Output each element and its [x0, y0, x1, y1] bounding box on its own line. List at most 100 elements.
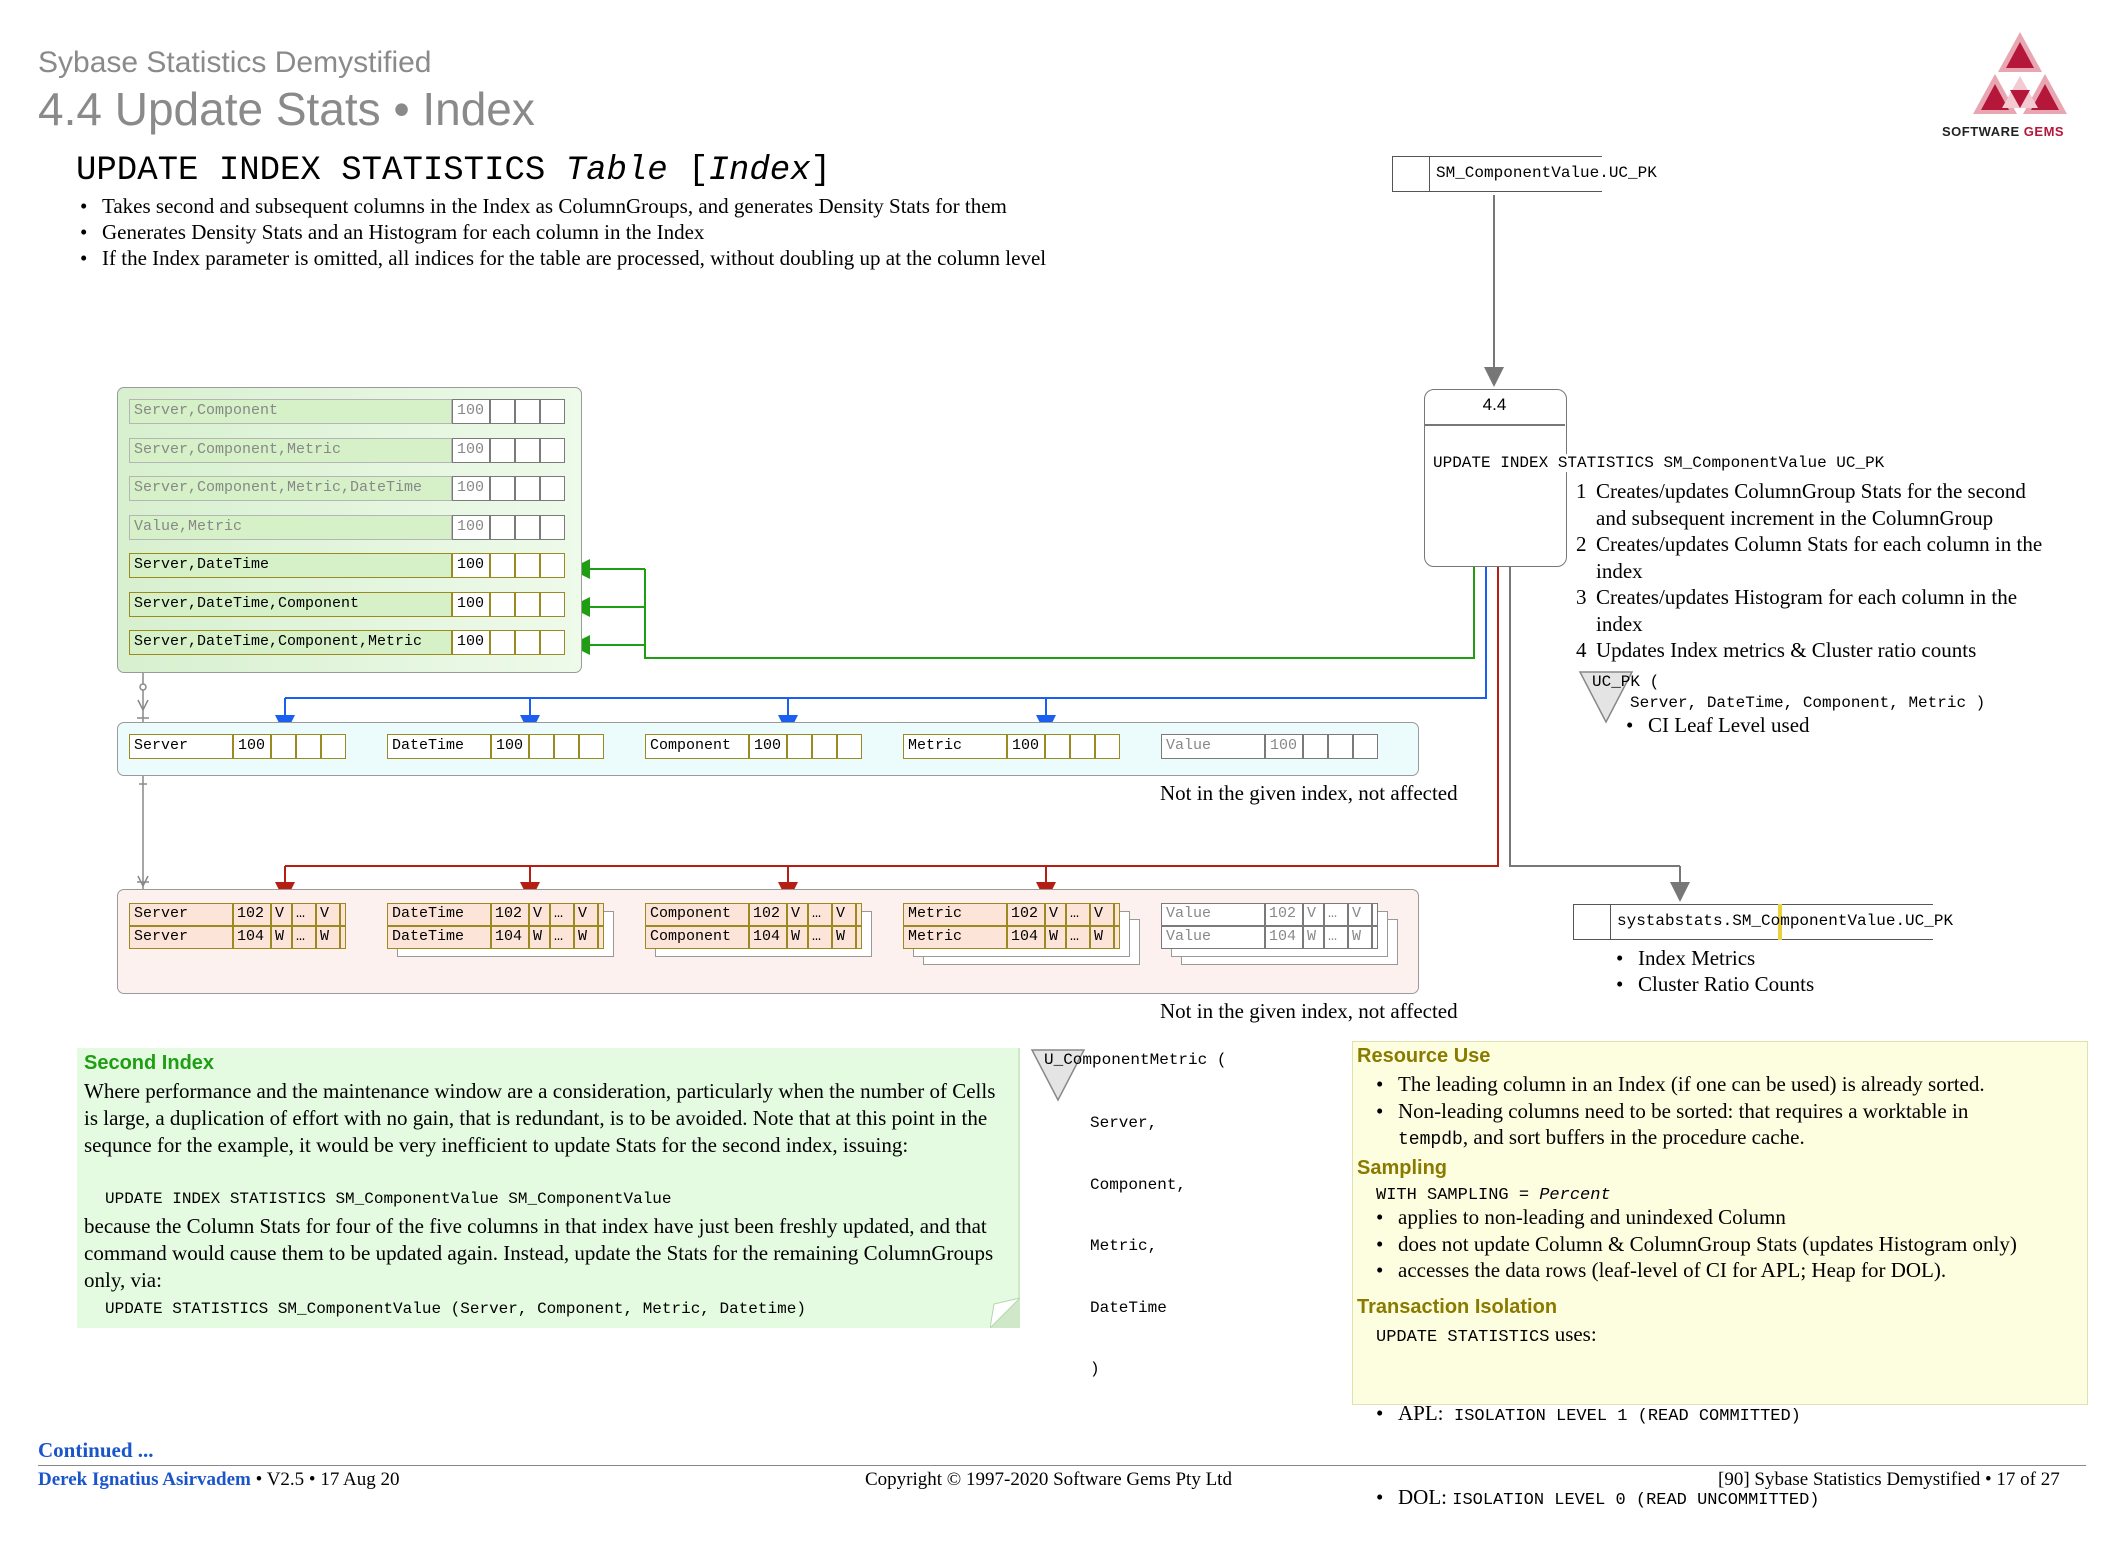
- column-stat-label: DateTime: [387, 734, 491, 759]
- column-stat-label: Component: [645, 734, 749, 759]
- column-group-stat-cell: [490, 399, 515, 424]
- page-curl-icon: [990, 1298, 1020, 1328]
- histogram-edge: [856, 926, 862, 949]
- histogram-cell: …: [550, 903, 574, 926]
- output-entity-name: systabstats.SM_ComponentValue.UC_PK: [1617, 912, 1954, 930]
- software-gems-logo: [1950, 32, 2090, 142]
- column-group-value: 100: [452, 437, 490, 463]
- histogram-label: Metric: [903, 926, 1007, 949]
- index-triangle-icon: [1030, 1049, 1086, 1102]
- histogram-cell: …: [550, 926, 574, 949]
- column-stat-label: Value: [1161, 734, 1265, 759]
- output-bullet: Index Metrics: [1612, 945, 1814, 971]
- footer-author: Derek Ignatius Asirvadem • V2.5 • 17 Aug…: [38, 1469, 400, 1490]
- column-group-stat-cell: [490, 514, 515, 540]
- second-index-para-1: Where performance and the maintenance wi…: [84, 1079, 996, 1157]
- column-group-stat-cell: [490, 476, 515, 501]
- histogram-cell: V: [1045, 903, 1066, 926]
- process-id: 4.4: [1482, 395, 1507, 414]
- histogram-cell: …: [1324, 926, 1348, 949]
- column-stat-cell: [812, 734, 837, 759]
- column-stat-cell: [1070, 734, 1095, 759]
- column-group-label: Server,Component: [129, 399, 452, 424]
- histogram-cell: V: [1348, 903, 1372, 926]
- histogram-cell: …: [292, 903, 316, 926]
- histogram-label: Server: [129, 926, 233, 949]
- column-group-value: 100: [452, 514, 490, 540]
- column-group-label: Server,Component,Metric: [129, 437, 452, 463]
- column-stat-cell: [1045, 734, 1070, 759]
- histogram-label: Value: [1161, 903, 1265, 926]
- column-stat-cell: [1353, 734, 1378, 759]
- column-group-label: Server,DateTime,Component: [129, 591, 452, 617]
- column-stat-cell: [271, 734, 296, 759]
- footer-page-info: [90] Sybase Statistics Demystified • 17 …: [1718, 1469, 2060, 1490]
- histogram-label: Component: [645, 926, 749, 949]
- column-group-stat-cell: [490, 630, 515, 655]
- column-stat-label: Metric: [903, 734, 1007, 759]
- histogram-cell: 104: [749, 926, 787, 949]
- column-stat-cell: [787, 734, 812, 759]
- second-index-para-2: because the Column Stats for four of the…: [84, 1214, 994, 1292]
- column-stat-cell: [1328, 734, 1353, 759]
- column-group-stat-cell: [540, 437, 565, 463]
- histogram-label: Server: [129, 903, 233, 926]
- column-group-stat-cell: [490, 591, 515, 617]
- command-bullet: Takes second and subsequent columns in t…: [76, 193, 1046, 219]
- u-component-metric-name: U_ComponentMetric (: [1044, 1051, 1227, 1069]
- output-bullets: Index Metrics Cluster Ratio Counts: [1612, 945, 1814, 997]
- uc-pk-note: CI Leaf Level used: [1622, 712, 1810, 738]
- histogram-cell: W: [1303, 926, 1324, 949]
- command-description-list: Takes second and subsequent columns in t…: [76, 193, 1046, 271]
- histogram-not-affected-note: Not in the given index, not affected: [1160, 999, 1458, 1023]
- input-entity[interactable]: SM_ComponentValue.UC_PK: [1392, 156, 1657, 192]
- column-group-value: 100: [452, 553, 490, 578]
- histogram-edge: [1372, 903, 1378, 926]
- command-bullet: If the Index parameter is omitted, all i…: [76, 245, 1046, 271]
- output-bullet: Cluster Ratio Counts: [1612, 971, 1814, 997]
- output-entity[interactable]: systabstats.SM_ComponentValue.UC_PK: [1573, 904, 1953, 940]
- uc-pk-columns: Server, DateTime, Component, Metric ): [1630, 694, 1986, 712]
- footer-copyright: Copyright © 1997-2020 Software Gems Pty …: [865, 1469, 1232, 1490]
- histogram-cell: W: [271, 926, 292, 949]
- continued-link[interactable]: Continued ...: [38, 1438, 154, 1462]
- column-group-value: 100: [452, 630, 490, 655]
- second-index-title: Second Index: [84, 1052, 215, 1074]
- histogram-cell: 104: [1265, 926, 1303, 949]
- column-group-stat-cell: [540, 399, 565, 424]
- histogram-cell: 104: [491, 926, 529, 949]
- isolation-list: APL: ISOLATION LEVEL 1 (READ COMMITTED) …: [1372, 1347, 1820, 1541]
- histogram-edge: [340, 903, 346, 926]
- histogram-label: Metric: [903, 903, 1007, 926]
- resource-use-title: Resource Use: [1357, 1045, 1491, 1067]
- histogram-cell: …: [808, 926, 832, 949]
- histogram-cell: 102: [1265, 903, 1303, 926]
- column-stat-label: Server: [129, 734, 233, 759]
- histogram-cell: W: [574, 926, 598, 949]
- column-stat-value: 100: [1007, 734, 1045, 759]
- histogram-cell: W: [529, 926, 550, 949]
- histogram-cell: W: [787, 926, 808, 949]
- histogram-label: Value: [1161, 926, 1265, 949]
- histogram-edge: [1372, 926, 1378, 949]
- logo-triangles-icon: [1973, 32, 2067, 114]
- histogram-edge: [598, 926, 604, 949]
- column-group-stat-cell: [515, 630, 540, 655]
- column-stats-not-affected-note: Not in the given index, not affected: [1160, 781, 1458, 805]
- process-box[interactable]: [1424, 389, 1567, 567]
- uc-pk-notes: CI Leaf Level used: [1622, 712, 1810, 738]
- histogram-cell: …: [808, 903, 832, 926]
- column-group-stat-cell: [490, 553, 515, 578]
- column-stat-cell: [296, 734, 321, 759]
- column-stat-cell: [321, 734, 346, 759]
- histogram-cell: 102: [491, 903, 529, 926]
- histogram-cell: …: [1324, 903, 1348, 926]
- process-divider: [1424, 424, 1565, 426]
- resource-use-list: The leading column in an Index (if one c…: [1372, 1071, 2072, 1154]
- column-stat-value: 100: [1265, 734, 1303, 759]
- histogram-cell: W: [1090, 926, 1114, 949]
- command-bullet: Generates Density Stats and an Histogram…: [76, 219, 1046, 245]
- histogram-cell: 102: [749, 903, 787, 926]
- histogram-cell: …: [1066, 926, 1090, 949]
